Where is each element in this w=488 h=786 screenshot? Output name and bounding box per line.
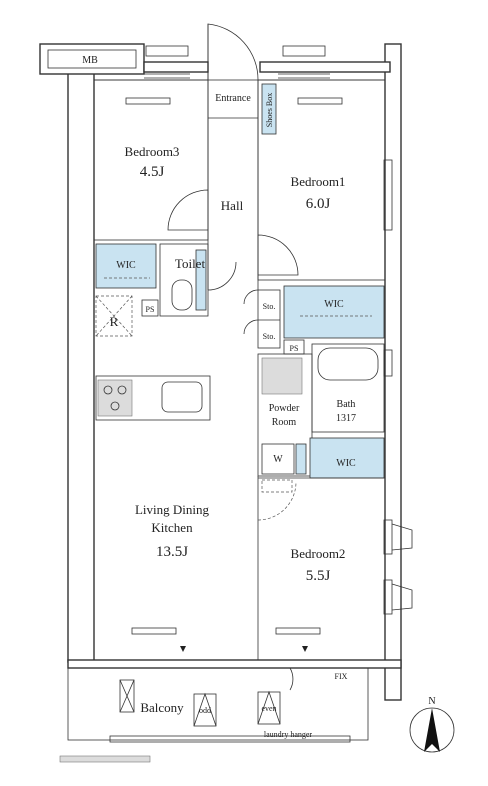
bath-label: Bath bbox=[337, 399, 356, 410]
bath-window bbox=[383, 349, 393, 377]
laundry-shelf bbox=[295, 443, 307, 475]
toilet-room bbox=[159, 243, 209, 317]
bedroom2-size: 5.5J bbox=[306, 568, 331, 584]
toilet-shelf bbox=[195, 249, 207, 311]
wic-mid-label: WIC bbox=[324, 299, 344, 310]
left-exterior-wall bbox=[67, 71, 95, 663]
bedroom1-ac bbox=[297, 97, 343, 105]
bathtub bbox=[317, 347, 379, 381]
sto-bottom-label: Sto. bbox=[263, 332, 276, 341]
toilet-label: Toilet bbox=[175, 256, 206, 271]
ldk-label-1: Living Dining bbox=[135, 502, 210, 517]
bed2-entry-arrow bbox=[302, 646, 308, 652]
washer-label: W bbox=[273, 454, 283, 465]
kitchen-sink bbox=[161, 381, 203, 413]
bedroom2-door bbox=[257, 481, 297, 521]
balcony-outline bbox=[67, 667, 369, 741]
wic-mid bbox=[283, 285, 385, 339]
bedroom2-label: Bedroom2 bbox=[291, 546, 346, 561]
vanity bbox=[261, 357, 303, 395]
bedroom2-window-1 bbox=[383, 519, 393, 555]
balcony-unit bbox=[119, 679, 135, 713]
bedroom1-size: 6.0J bbox=[306, 196, 331, 212]
ps-left-box bbox=[141, 299, 159, 317]
bedroom2-window-2 bbox=[383, 579, 393, 615]
odd-label: odd bbox=[199, 706, 211, 715]
bedroom1-window bbox=[383, 159, 393, 231]
north-label: N bbox=[428, 696, 435, 707]
wic-bottom bbox=[309, 437, 385, 479]
entrance-door-swing bbox=[207, 23, 259, 81]
ps-left-label: PS bbox=[146, 305, 155, 314]
balcony-label: Balcony bbox=[140, 700, 184, 715]
ldk-size: 13.5J bbox=[156, 544, 188, 560]
north-arrow bbox=[409, 707, 455, 753]
right-exterior-wall bbox=[384, 43, 402, 701]
hall-label: Hall bbox=[221, 198, 244, 213]
mb-box bbox=[39, 43, 145, 75]
mb-label: MB bbox=[82, 55, 98, 66]
even-label: even bbox=[261, 704, 276, 713]
bedroom2-ac bbox=[275, 627, 321, 635]
laundry-hanger-label: laundry hanger bbox=[264, 730, 313, 739]
toilet-door bbox=[207, 261, 237, 291]
floor-outline bbox=[93, 79, 386, 661]
shoes-box bbox=[261, 83, 277, 135]
wic-bottom-label: WIC bbox=[336, 458, 356, 469]
bedroom3-size: 4.5J bbox=[140, 164, 165, 180]
top-wall-bed1 bbox=[259, 61, 391, 73]
sto-top-label: Sto. bbox=[263, 302, 276, 311]
powder-room-label-1: Powder bbox=[269, 403, 300, 414]
bedroom3-label: Bedroom3 bbox=[125, 144, 180, 159]
bedroom1-outline bbox=[257, 79, 386, 281]
top-window-bed3 bbox=[145, 45, 189, 57]
kitchen-counter bbox=[95, 375, 211, 421]
refrigerator-space bbox=[95, 295, 133, 337]
bedroom1-door bbox=[257, 234, 299, 276]
fix-label: FIX bbox=[335, 672, 348, 681]
bedroom3-outline bbox=[93, 79, 209, 241]
bath-size: 1317 bbox=[336, 413, 356, 424]
stove bbox=[97, 379, 133, 417]
wic-left-label: WIC bbox=[116, 260, 136, 271]
ldk-entry-arrow bbox=[180, 646, 186, 652]
storage-column bbox=[257, 289, 281, 349]
mb-inner bbox=[47, 49, 137, 69]
washer-pan bbox=[261, 443, 295, 475]
ldk-label-2: Kitchen bbox=[151, 520, 193, 535]
bedroom1-label: Bedroom1 bbox=[291, 174, 346, 189]
balcony-drain bbox=[59, 755, 151, 763]
ldk-ac bbox=[131, 627, 177, 635]
entrance-label: Entrance bbox=[215, 93, 251, 104]
top-window-bed1 bbox=[282, 45, 326, 57]
balcony-rail bbox=[109, 735, 351, 743]
shoes-box-label: Shoes Box bbox=[265, 93, 274, 127]
bottom-wall bbox=[67, 659, 402, 669]
top-wall-bed3 bbox=[143, 61, 209, 73]
powder-room-label-2: Room bbox=[272, 417, 297, 428]
refrigerator-label: R bbox=[110, 314, 119, 329]
wic-left bbox=[95, 243, 157, 289]
ps-right-label: PS bbox=[290, 344, 299, 353]
bedroom3-door bbox=[167, 189, 209, 231]
toilet-bowl bbox=[171, 279, 193, 311]
bath-room bbox=[311, 343, 385, 433]
bedroom3-ac bbox=[125, 97, 171, 105]
